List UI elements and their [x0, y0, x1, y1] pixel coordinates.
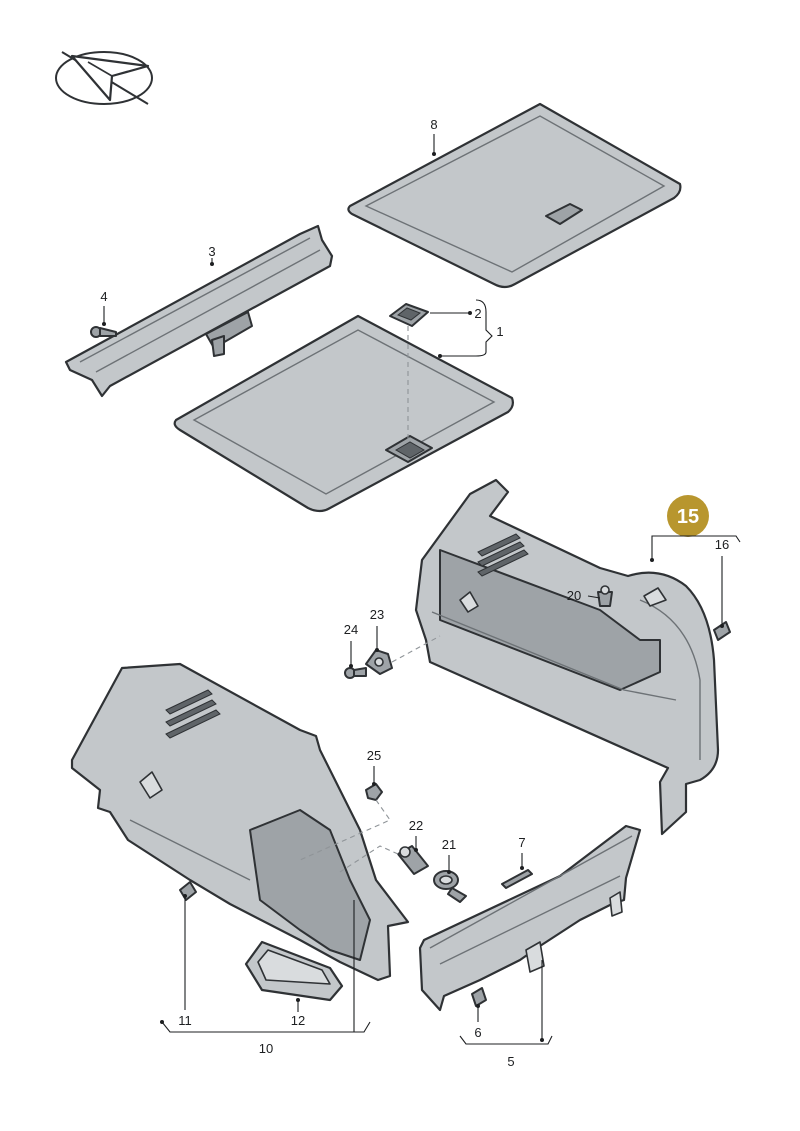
- callout-16: 16: [715, 537, 729, 552]
- assembly-line-22: [339, 845, 399, 873]
- bracket-10: [161, 1021, 371, 1033]
- bracket-15: [651, 535, 741, 560]
- part-15-right-side-trim[interactable]: [414, 478, 720, 836]
- part-23-bracket[interactable]: [365, 649, 393, 675]
- part-2-handle[interactable]: [389, 303, 429, 327]
- part-12-storage-tray[interactable]: [244, 940, 344, 1002]
- callout-1: 1: [496, 324, 503, 339]
- callout-21: 21: [442, 837, 456, 852]
- part-3-sill-trim[interactable]: [64, 224, 334, 398]
- part-21-cap[interactable]: [433, 870, 467, 903]
- callout-12: 12: [291, 1013, 305, 1028]
- part-7-strap[interactable]: [501, 869, 533, 889]
- callout-5: 5: [507, 1054, 514, 1069]
- part-20-pin[interactable]: [597, 585, 613, 607]
- part-24-screw[interactable]: [344, 667, 367, 679]
- part-6-clip[interactable]: [471, 987, 487, 1007]
- callout-6: 6: [474, 1025, 481, 1040]
- leader-20: [587, 595, 601, 599]
- assembly-line-25: [299, 799, 391, 861]
- bracket-5: [459, 1035, 553, 1045]
- callout-4: 4: [100, 289, 107, 304]
- paper-plane-emblem-icon: [55, 51, 153, 105]
- callout-24: 24: [344, 622, 358, 637]
- callout-20: 20: [567, 588, 581, 603]
- callout-7: 7: [518, 835, 525, 850]
- part-11-clip[interactable]: [179, 881, 197, 901]
- callout-23: 23: [370, 607, 384, 622]
- callout-8: 8: [430, 117, 437, 132]
- callout-10: 10: [259, 1041, 273, 1056]
- part-5-rear-sill-trim[interactable]: [418, 824, 642, 1012]
- callout-2: 2: [474, 306, 481, 321]
- callout-3: 3: [208, 244, 215, 259]
- part-1-load-floor-panel[interactable]: [173, 314, 514, 513]
- part-22-socket[interactable]: [397, 845, 429, 875]
- callout-15: 15: [677, 506, 699, 528]
- part-4-clip[interactable]: [90, 326, 117, 338]
- part-10-left-side-trim[interactable]: [70, 662, 410, 982]
- callout-25: 25: [367, 748, 381, 763]
- highlight-badge-15[interactable]: [667, 495, 709, 537]
- callout-11: 11: [178, 1013, 192, 1028]
- bracket-1: [440, 299, 493, 357]
- part-25-plug[interactable]: [365, 783, 383, 801]
- part-8-load-floor[interactable]: [347, 102, 682, 289]
- assembly-line-23: [391, 635, 441, 663]
- callout-22: 22: [409, 818, 423, 833]
